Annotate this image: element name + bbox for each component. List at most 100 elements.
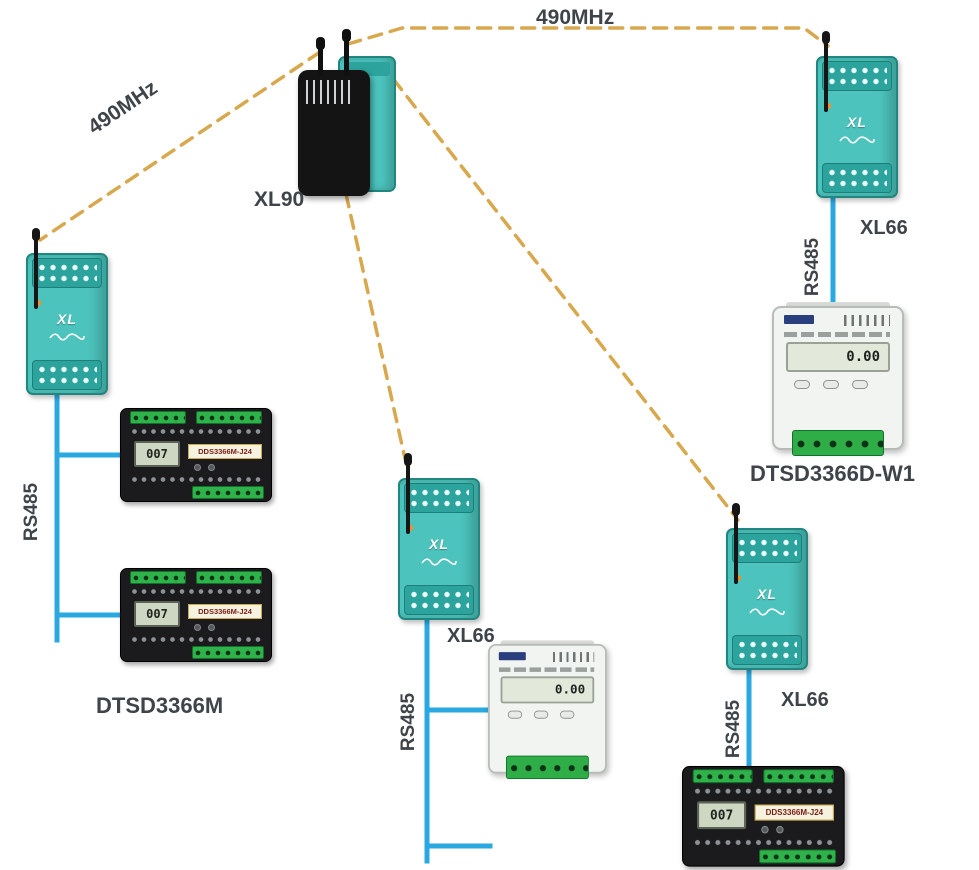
- rs485-label-bottom-right: RS485: [723, 699, 744, 759]
- antenna-icon: [822, 31, 830, 112]
- screw-terminal-row: [692, 837, 834, 848]
- green-terminal-strip: [763, 769, 834, 784]
- screw-terminal-row: [130, 587, 262, 596]
- meter-button: [794, 380, 810, 389]
- screw-terminal-row: [130, 475, 262, 484]
- green-terminal-strip: [196, 411, 262, 424]
- wireless-link-center: [344, 192, 410, 474]
- xl66-module-top-right: XL: [816, 31, 898, 198]
- xl90-label: XL90: [254, 188, 305, 211]
- wireless-links-490mhz: [38, 26, 830, 522]
- status-led: [35, 300, 41, 306]
- meter-button: [533, 710, 549, 719]
- lcd-display: 0.00: [786, 342, 890, 372]
- meter-button: [208, 464, 215, 471]
- screw-terminal-row: [130, 635, 262, 644]
- model-tag: DDS3366M-J24: [188, 444, 262, 459]
- wireless-link-bottom-right: [378, 60, 740, 522]
- terminal-block-top: [822, 61, 892, 91]
- dtsd3366m-label: DTSD3366M: [96, 693, 224, 718]
- meter-button: [761, 825, 769, 834]
- vent-slots: [552, 652, 595, 662]
- screw-terminal-row: [692, 786, 834, 796]
- wireless-link-top-right: [346, 26, 830, 48]
- terminal-row: [409, 498, 469, 509]
- module-logo: XL: [847, 114, 867, 130]
- terminal-row: [827, 178, 887, 189]
- meter-button: [507, 710, 523, 719]
- green-terminal-strip: [759, 849, 837, 864]
- lcd-display: 007: [134, 441, 180, 467]
- terminal-block-bottom: [404, 585, 474, 615]
- meter-button: [208, 624, 215, 631]
- terminal-row: [827, 65, 887, 76]
- status-led: [735, 575, 741, 581]
- logo-script-glyph: [49, 333, 85, 341]
- green-terminal-strip: [692, 769, 753, 784]
- lcd-display: 007: [134, 601, 180, 627]
- xl66-bottom-right-label: XL66: [781, 689, 829, 711]
- terminal-row: [37, 375, 97, 386]
- logo-script-glyph: [749, 608, 785, 616]
- terminal-row: [827, 167, 887, 178]
- xl90-front-housing: [298, 70, 370, 196]
- meter-button: [852, 380, 868, 389]
- meter-button: [194, 464, 201, 471]
- rs485-bus-left: [54, 391, 127, 643]
- lcd-display: 007: [696, 801, 747, 830]
- antenna-icon: [32, 228, 40, 309]
- dtsd3366d-w1-meter: 0.00: [772, 302, 904, 456]
- meter-button: [560, 710, 575, 719]
- green-terminal-strip: [196, 571, 262, 584]
- xl66-module-center: XL: [398, 453, 480, 620]
- terminal-block-bottom: [732, 635, 802, 665]
- button-row: [794, 380, 884, 389]
- speaker-grille-icon: [306, 80, 350, 104]
- white-meter-center: 0.00: [488, 640, 607, 779]
- dtsd3366m-meter-3: 007 DDS3366M-J24: [682, 766, 845, 867]
- xl66-top-right-label: XL66: [860, 217, 908, 239]
- meter-body: [488, 644, 607, 774]
- rs485-label-left: RS485: [21, 482, 42, 542]
- meter-button: [194, 624, 201, 631]
- antenna-icon: [404, 453, 412, 534]
- nameplate-text-row: [498, 667, 595, 672]
- module-logo: XL: [57, 311, 77, 327]
- green-terminal-strip: [192, 646, 264, 659]
- terminal-row: [737, 537, 797, 548]
- green-terminal-block: [792, 430, 884, 456]
- terminal-block-top: [404, 483, 474, 513]
- terminal-row: [37, 364, 97, 375]
- antenna-icon: [316, 37, 325, 76]
- wireless-link-left: [38, 50, 322, 242]
- meter-button: [776, 825, 784, 834]
- button-row: [507, 710, 589, 719]
- rs485-bus-center: [424, 615, 493, 864]
- nameplate-text-row: [784, 332, 890, 337]
- vent-slots: [844, 315, 890, 326]
- dtsd3366d-w1-label: DTSD3366D-W1: [750, 461, 916, 486]
- terminal-block-bottom: [822, 163, 892, 193]
- terminal-row: [827, 76, 887, 87]
- terminal-row: [737, 639, 797, 650]
- rs485-label-top-right: RS485: [802, 237, 823, 297]
- green-terminal-strip: [192, 486, 264, 499]
- brand-mark: [784, 315, 814, 324]
- antenna-icon: [732, 503, 740, 584]
- terminal-row: [409, 600, 469, 611]
- terminal-row: [737, 650, 797, 661]
- xl90-gateway: [298, 29, 402, 196]
- green-terminal-strip: [130, 411, 186, 424]
- meter-body: [772, 306, 904, 450]
- terminal-row: [737, 548, 797, 559]
- terminal-block-top: [32, 258, 102, 288]
- model-tag: DDS3366M-J24: [754, 804, 834, 821]
- freq-label-top: 490MHz: [536, 6, 615, 29]
- logo-script-glyph: [421, 558, 457, 566]
- status-led: [825, 103, 831, 109]
- green-terminal-strip: [130, 571, 186, 584]
- lcd-display: 0.00: [500, 676, 595, 704]
- status-led: [407, 525, 413, 531]
- brand-mark: [498, 652, 526, 661]
